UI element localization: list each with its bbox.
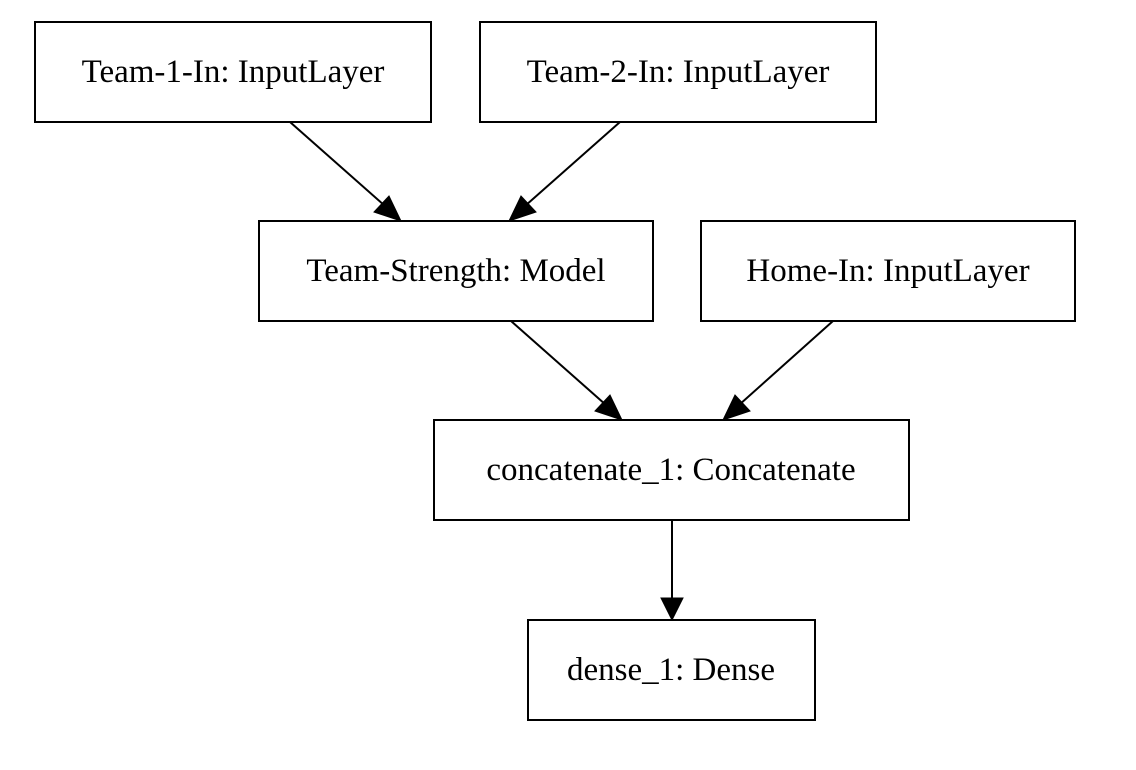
node-label: Home-In: InputLayer (746, 253, 1029, 289)
node-label: Team-2-In: InputLayer (527, 54, 830, 90)
node-label: Team-Strength: Model (306, 253, 605, 289)
node-label: concatenate_1: Concatenate (486, 452, 855, 488)
node-concatenate: concatenate_1: Concatenate (433, 419, 910, 521)
edges-group (289, 121, 834, 622)
edge-strength-to-concat (510, 320, 623, 421)
node-home-in: Home-In: InputLayer (700, 220, 1076, 322)
node-label: Team-1-In: InputLayer (82, 54, 385, 90)
edge-team2-to-strength (508, 121, 621, 222)
node-dense: dense_1: Dense (527, 619, 816, 721)
edge-home-to-concat (722, 320, 834, 421)
node-team-2-in: Team-2-In: InputLayer (479, 21, 877, 123)
node-team-strength: Team-Strength: Model (258, 220, 654, 322)
edge-concat-to-dense (660, 520, 684, 622)
node-label: dense_1: Dense (567, 652, 775, 688)
edge-team1-to-strength (289, 121, 402, 222)
node-team-1-in: Team-1-In: InputLayer (34, 21, 432, 123)
